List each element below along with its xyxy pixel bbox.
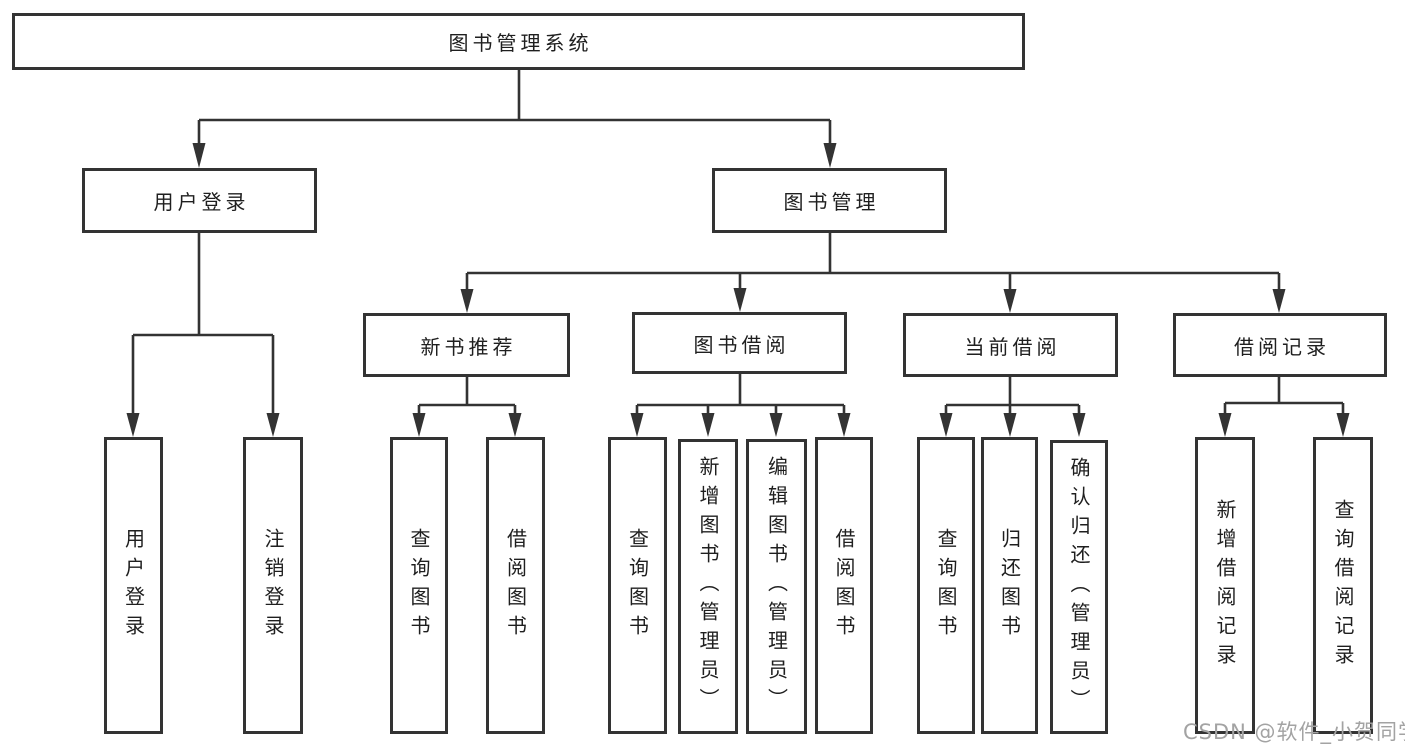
leaf-query-books-3: 查询图书 — [917, 437, 975, 734]
node-current-borrowing: 当前借阅 — [903, 313, 1118, 377]
leaf-query-books-2: 查询图书 — [608, 437, 667, 734]
node-label: 当前借阅 — [964, 334, 1061, 359]
node-label: 借阅图书 — [832, 527, 856, 644]
leaf-borrow-books-2: 借阅图书 — [815, 437, 873, 734]
leaf-edit-books-admin: 编辑图书（管理员） — [746, 439, 807, 734]
csdn-watermark: CSDN @软件_小贺同学 — [1183, 720, 1405, 744]
leaf-query-books: 查询图书 — [390, 437, 448, 734]
leaf-query-borrow-record: 查询借阅记录 — [1313, 437, 1373, 734]
node-label: 借阅图书 — [503, 527, 528, 644]
node-label: 编辑图书（管理员） — [764, 456, 789, 717]
leaf-confirm-return-admin: 确认归还（管理员） — [1050, 440, 1108, 734]
node-label: 查询借阅记录 — [1331, 498, 1355, 673]
node-label: 新增图书（管理员） — [696, 456, 720, 717]
node-user-login: 用户登录 — [82, 168, 317, 233]
leaf-add-books-admin: 新增图书（管理员） — [678, 439, 738, 734]
leaf-return-books: 归还图书 — [981, 437, 1038, 734]
node-label: 新书推荐 — [420, 334, 517, 359]
node-label: 查询图书 — [407, 527, 431, 644]
node-label: 归还图书 — [997, 527, 1022, 644]
node-library-management-system: 图书管理系统 — [12, 13, 1025, 70]
leaf-borrow-books: 借阅图书 — [486, 437, 545, 734]
leaf-logout: 注销登录 — [243, 437, 303, 734]
node-book-management: 图书管理 — [712, 168, 947, 233]
node-borrowing-records: 借阅记录 — [1173, 313, 1387, 377]
node-label: 借阅记录 — [1234, 334, 1330, 359]
leaf-add-borrow-record: 新增借阅记录 — [1195, 437, 1255, 734]
arrowheads — [126, 143, 1350, 437]
leaf-user-login: 用户登录 — [104, 437, 163, 734]
node-label: 确认归还（管理员） — [1067, 456, 1091, 718]
node-label: 新增借阅记录 — [1213, 498, 1237, 673]
node-book-borrowing: 图书借阅 — [632, 312, 847, 374]
node-label: 注销登录 — [261, 527, 285, 644]
node-label: 用户登录 — [153, 190, 250, 214]
node-label: 图书借阅 — [693, 332, 790, 357]
node-label: 查询图书 — [934, 527, 958, 644]
node-new-book-recommendation: 新书推荐 — [363, 313, 570, 377]
node-label: 图书管理系统 — [448, 31, 593, 55]
node-label: 图书管理 — [783, 190, 880, 214]
node-label: 查询图书 — [625, 527, 650, 644]
node-label: 用户登录 — [121, 527, 146, 644]
